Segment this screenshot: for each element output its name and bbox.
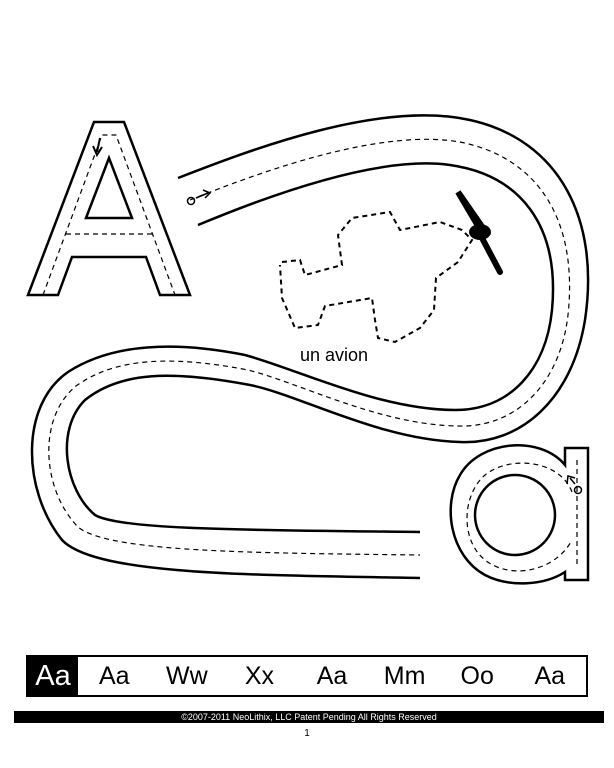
tracing-road (30, 114, 590, 580)
lowercase-a-trace (449, 444, 590, 585)
letter-strip-item: Mm (383, 661, 426, 690)
page-number: 1 (304, 728, 310, 739)
word-label: un avion (300, 345, 369, 365)
letter-strip-item: Aa (316, 661, 348, 690)
tracing-artwork (26, 114, 590, 585)
letter-strip-item: Aa (98, 661, 130, 690)
propeller-icon (455, 190, 503, 275)
copyright-bar: ©2007-2011 NeoLithix, LLC Patent Pending… (14, 711, 604, 723)
letter-strip-item: Oo (460, 661, 494, 690)
uppercase-a-trace (26, 120, 192, 297)
letter-strip-item: Aa (534, 661, 566, 690)
airplane-outline-icon (279, 210, 474, 344)
letter-strip-item: Xx (244, 661, 275, 690)
letter-strip-item: Ww (166, 661, 208, 690)
letter-strip-key: Aa (28, 657, 78, 695)
letter-strip: Aa Aa Ww Xx Aa Mm Oo Aa (26, 655, 588, 697)
